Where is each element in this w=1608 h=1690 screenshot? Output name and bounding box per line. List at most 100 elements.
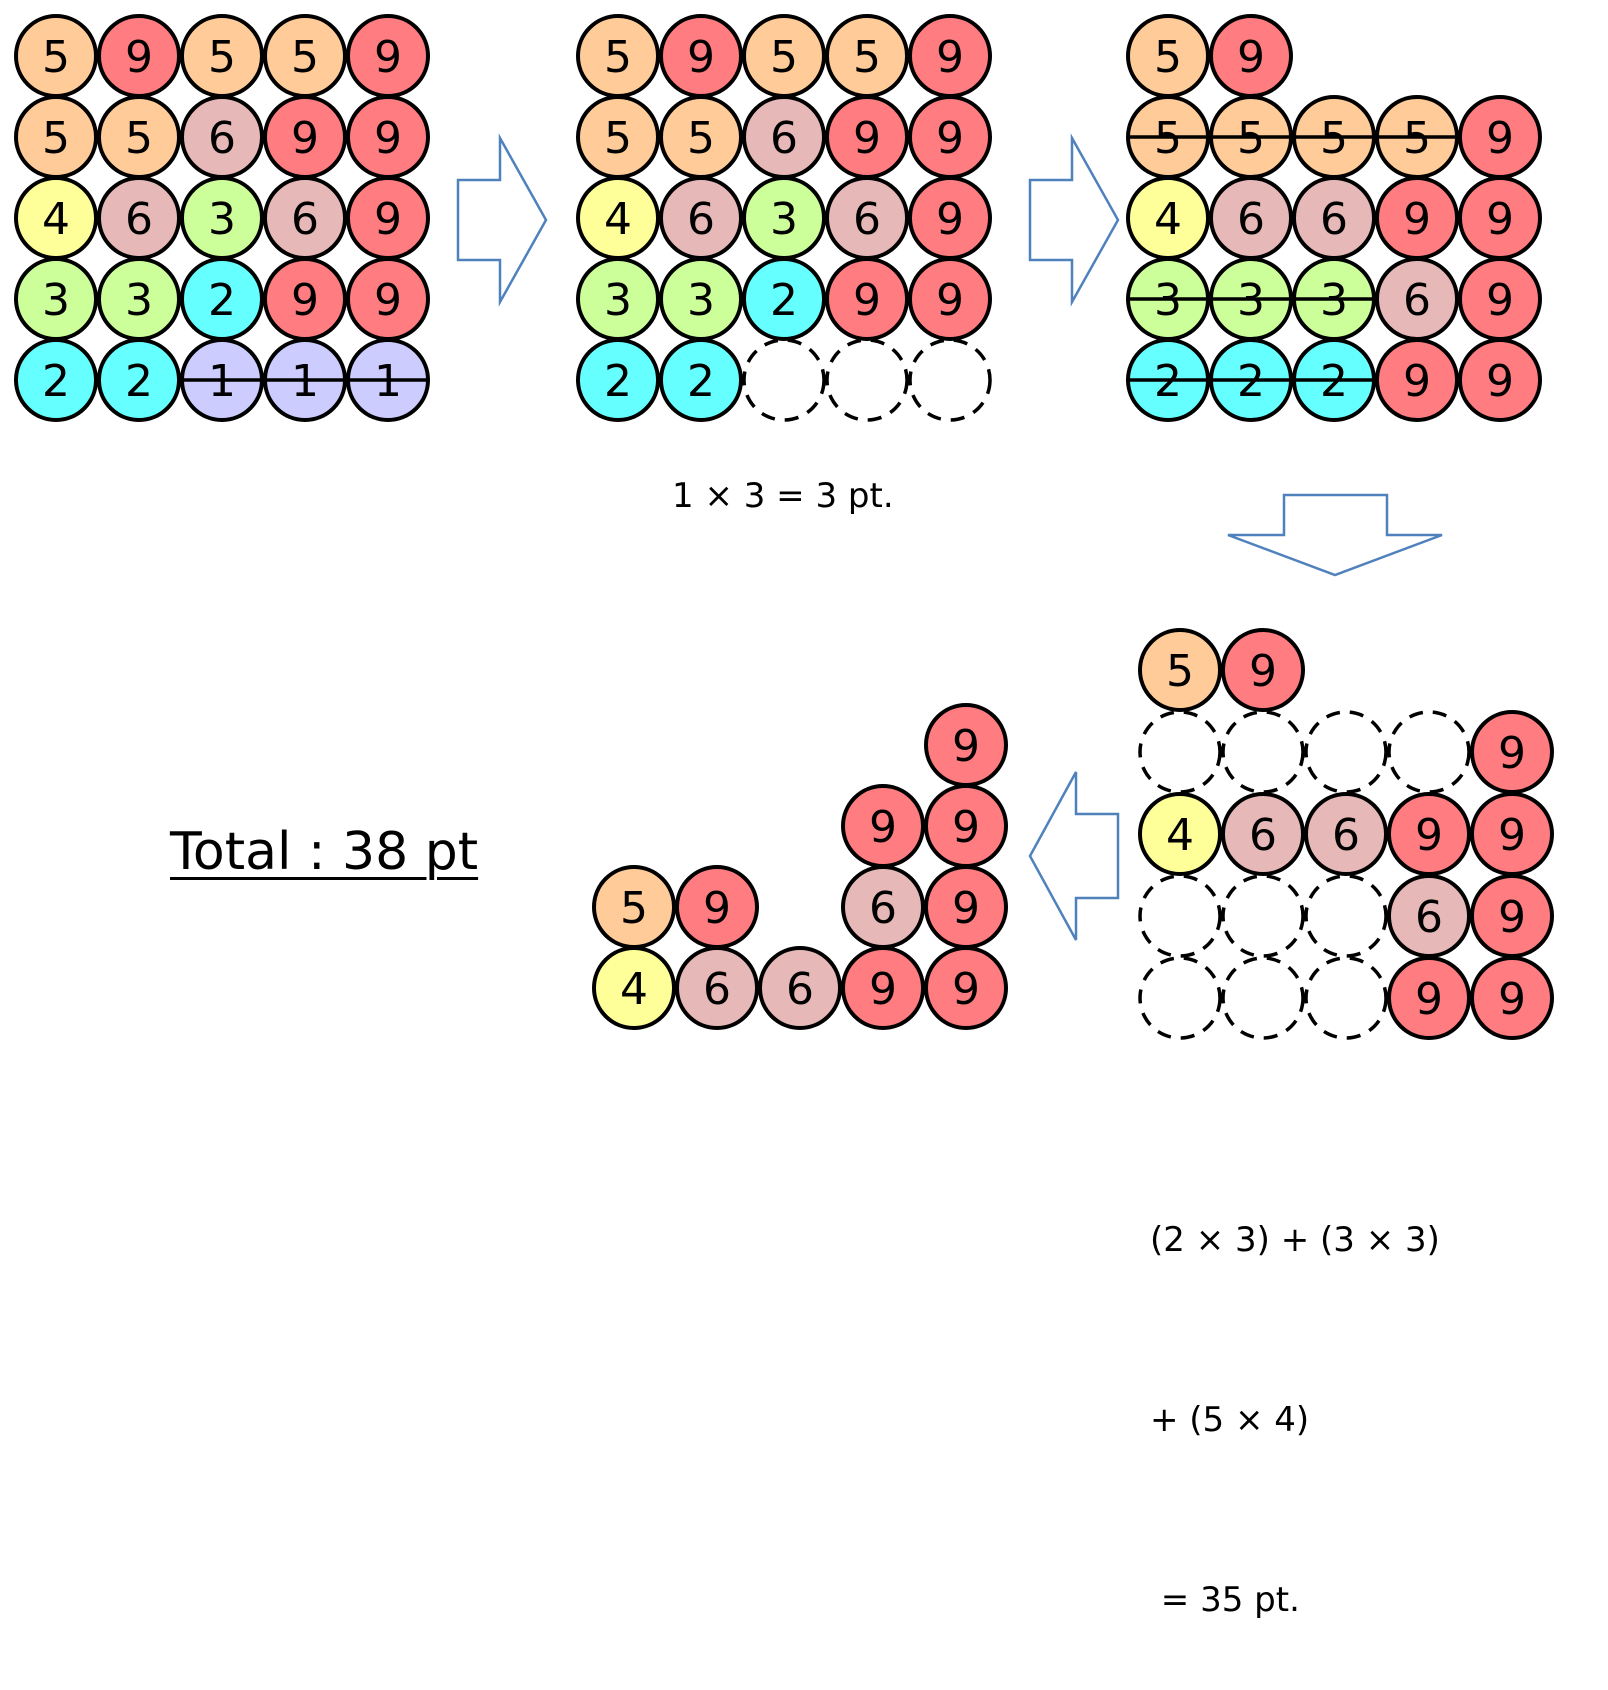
ball-value: 9	[703, 883, 731, 934]
ball-5: 5	[1138, 628, 1222, 712]
ball-2: 2	[14, 338, 98, 422]
ball-5: 5	[825, 14, 909, 98]
empty-slot	[1221, 874, 1305, 958]
ball-6: 6	[1304, 792, 1388, 876]
ball-value: 9	[853, 275, 881, 326]
ball-value: 5	[42, 32, 70, 83]
ball-value: 9	[1249, 646, 1277, 697]
ball-4: 4	[1126, 176, 1210, 260]
ball-9: 9	[1458, 257, 1542, 341]
ball-9: 9	[841, 946, 925, 1030]
ball-value: 6	[869, 883, 897, 934]
ball-value: 9	[374, 113, 402, 164]
ball-9: 9	[346, 176, 430, 260]
ball-9: 9	[841, 784, 925, 868]
arrow-down-icon	[1227, 493, 1443, 577]
ball-value: 9	[1486, 356, 1514, 407]
ball-2: 2	[97, 338, 181, 422]
arrow-right-icon	[456, 133, 548, 307]
empty-slot	[1304, 956, 1388, 1040]
total-score: Total : 38 pt	[170, 822, 479, 882]
ball-9: 9	[1470, 710, 1554, 794]
ball-value: 5	[125, 113, 153, 164]
ball-9: 9	[908, 257, 992, 341]
ball-value: 2	[42, 356, 70, 407]
ball-value: 5	[1166, 646, 1194, 697]
ball-9: 9	[825, 257, 909, 341]
ball-6: 6	[659, 176, 743, 260]
ball-value: 9	[936, 113, 964, 164]
ball-9: 9	[659, 14, 743, 98]
ball-value: 3	[687, 275, 715, 326]
ball-value: 5	[687, 113, 715, 164]
ball-value: 9	[291, 113, 319, 164]
empty-slot	[908, 338, 992, 422]
step3-score-line1: (2 × 3) + (3 × 3)	[1150, 1220, 1440, 1260]
ball-value: 2	[770, 275, 798, 326]
ball-9: 9	[1458, 176, 1542, 260]
empty-slot	[1304, 710, 1388, 794]
ball-4: 4	[576, 176, 660, 260]
ball-value: 9	[1415, 974, 1443, 1025]
ball-9: 9	[924, 865, 1008, 949]
arrow-left-icon	[1028, 771, 1120, 941]
ball-value: 6	[687, 194, 715, 245]
ball-value: 2	[125, 356, 153, 407]
step1-score-label: 1 × 3 = 3 pt.	[672, 476, 894, 516]
ball-6: 6	[758, 946, 842, 1030]
ball-value: 6	[208, 113, 236, 164]
ball-value: 6	[770, 113, 798, 164]
ball-2: 2	[1209, 338, 1293, 422]
empty-slot	[742, 338, 826, 422]
ball-value: 5	[208, 32, 236, 83]
empty-slot	[825, 338, 909, 422]
ball-5: 5	[659, 95, 743, 179]
ball-value: 9	[291, 275, 319, 326]
ball-5: 5	[1292, 95, 1376, 179]
ball-3: 3	[180, 176, 264, 260]
ball-2: 2	[1292, 338, 1376, 422]
ball-5: 5	[576, 14, 660, 98]
ball-value: 4	[1154, 194, 1182, 245]
ball-9: 9	[1470, 956, 1554, 1040]
ball-9: 9	[908, 14, 992, 98]
ball-value: 9	[1486, 113, 1514, 164]
ball-value: 5	[853, 32, 881, 83]
ball-2: 2	[742, 257, 826, 341]
ball-3: 3	[576, 257, 660, 341]
ball-3: 3	[1209, 257, 1293, 341]
ball-1: 1	[180, 338, 264, 422]
ball-9: 9	[908, 95, 992, 179]
ball-4: 4	[592, 946, 676, 1030]
ball-9: 9	[1375, 338, 1459, 422]
ball-4: 4	[14, 176, 98, 260]
ball-2: 2	[1126, 338, 1210, 422]
ball-value: 3	[208, 194, 236, 245]
ball-value: 9	[687, 32, 715, 83]
ball-value: 6	[703, 964, 731, 1015]
ball-9: 9	[1221, 628, 1305, 712]
ball-value: 6	[1332, 810, 1360, 861]
ball-value: 9	[1486, 194, 1514, 245]
ball-value: 6	[1249, 810, 1277, 861]
ball-9: 9	[1458, 338, 1542, 422]
empty-slot	[1387, 710, 1471, 794]
empty-slot	[1221, 710, 1305, 794]
ball-value: 9	[869, 964, 897, 1015]
ball-value: 9	[869, 802, 897, 853]
ball-5: 5	[1126, 95, 1210, 179]
ball-value: 5	[1154, 32, 1182, 83]
ball-value: 9	[936, 32, 964, 83]
ball-9: 9	[1470, 792, 1554, 876]
ball-6: 6	[1209, 176, 1293, 260]
ball-6: 6	[825, 176, 909, 260]
ball-value: 6	[1403, 275, 1431, 326]
ball-9: 9	[346, 257, 430, 341]
ball-5: 5	[576, 95, 660, 179]
ball-value: 9	[936, 275, 964, 326]
arrow-right-icon	[1028, 133, 1120, 307]
